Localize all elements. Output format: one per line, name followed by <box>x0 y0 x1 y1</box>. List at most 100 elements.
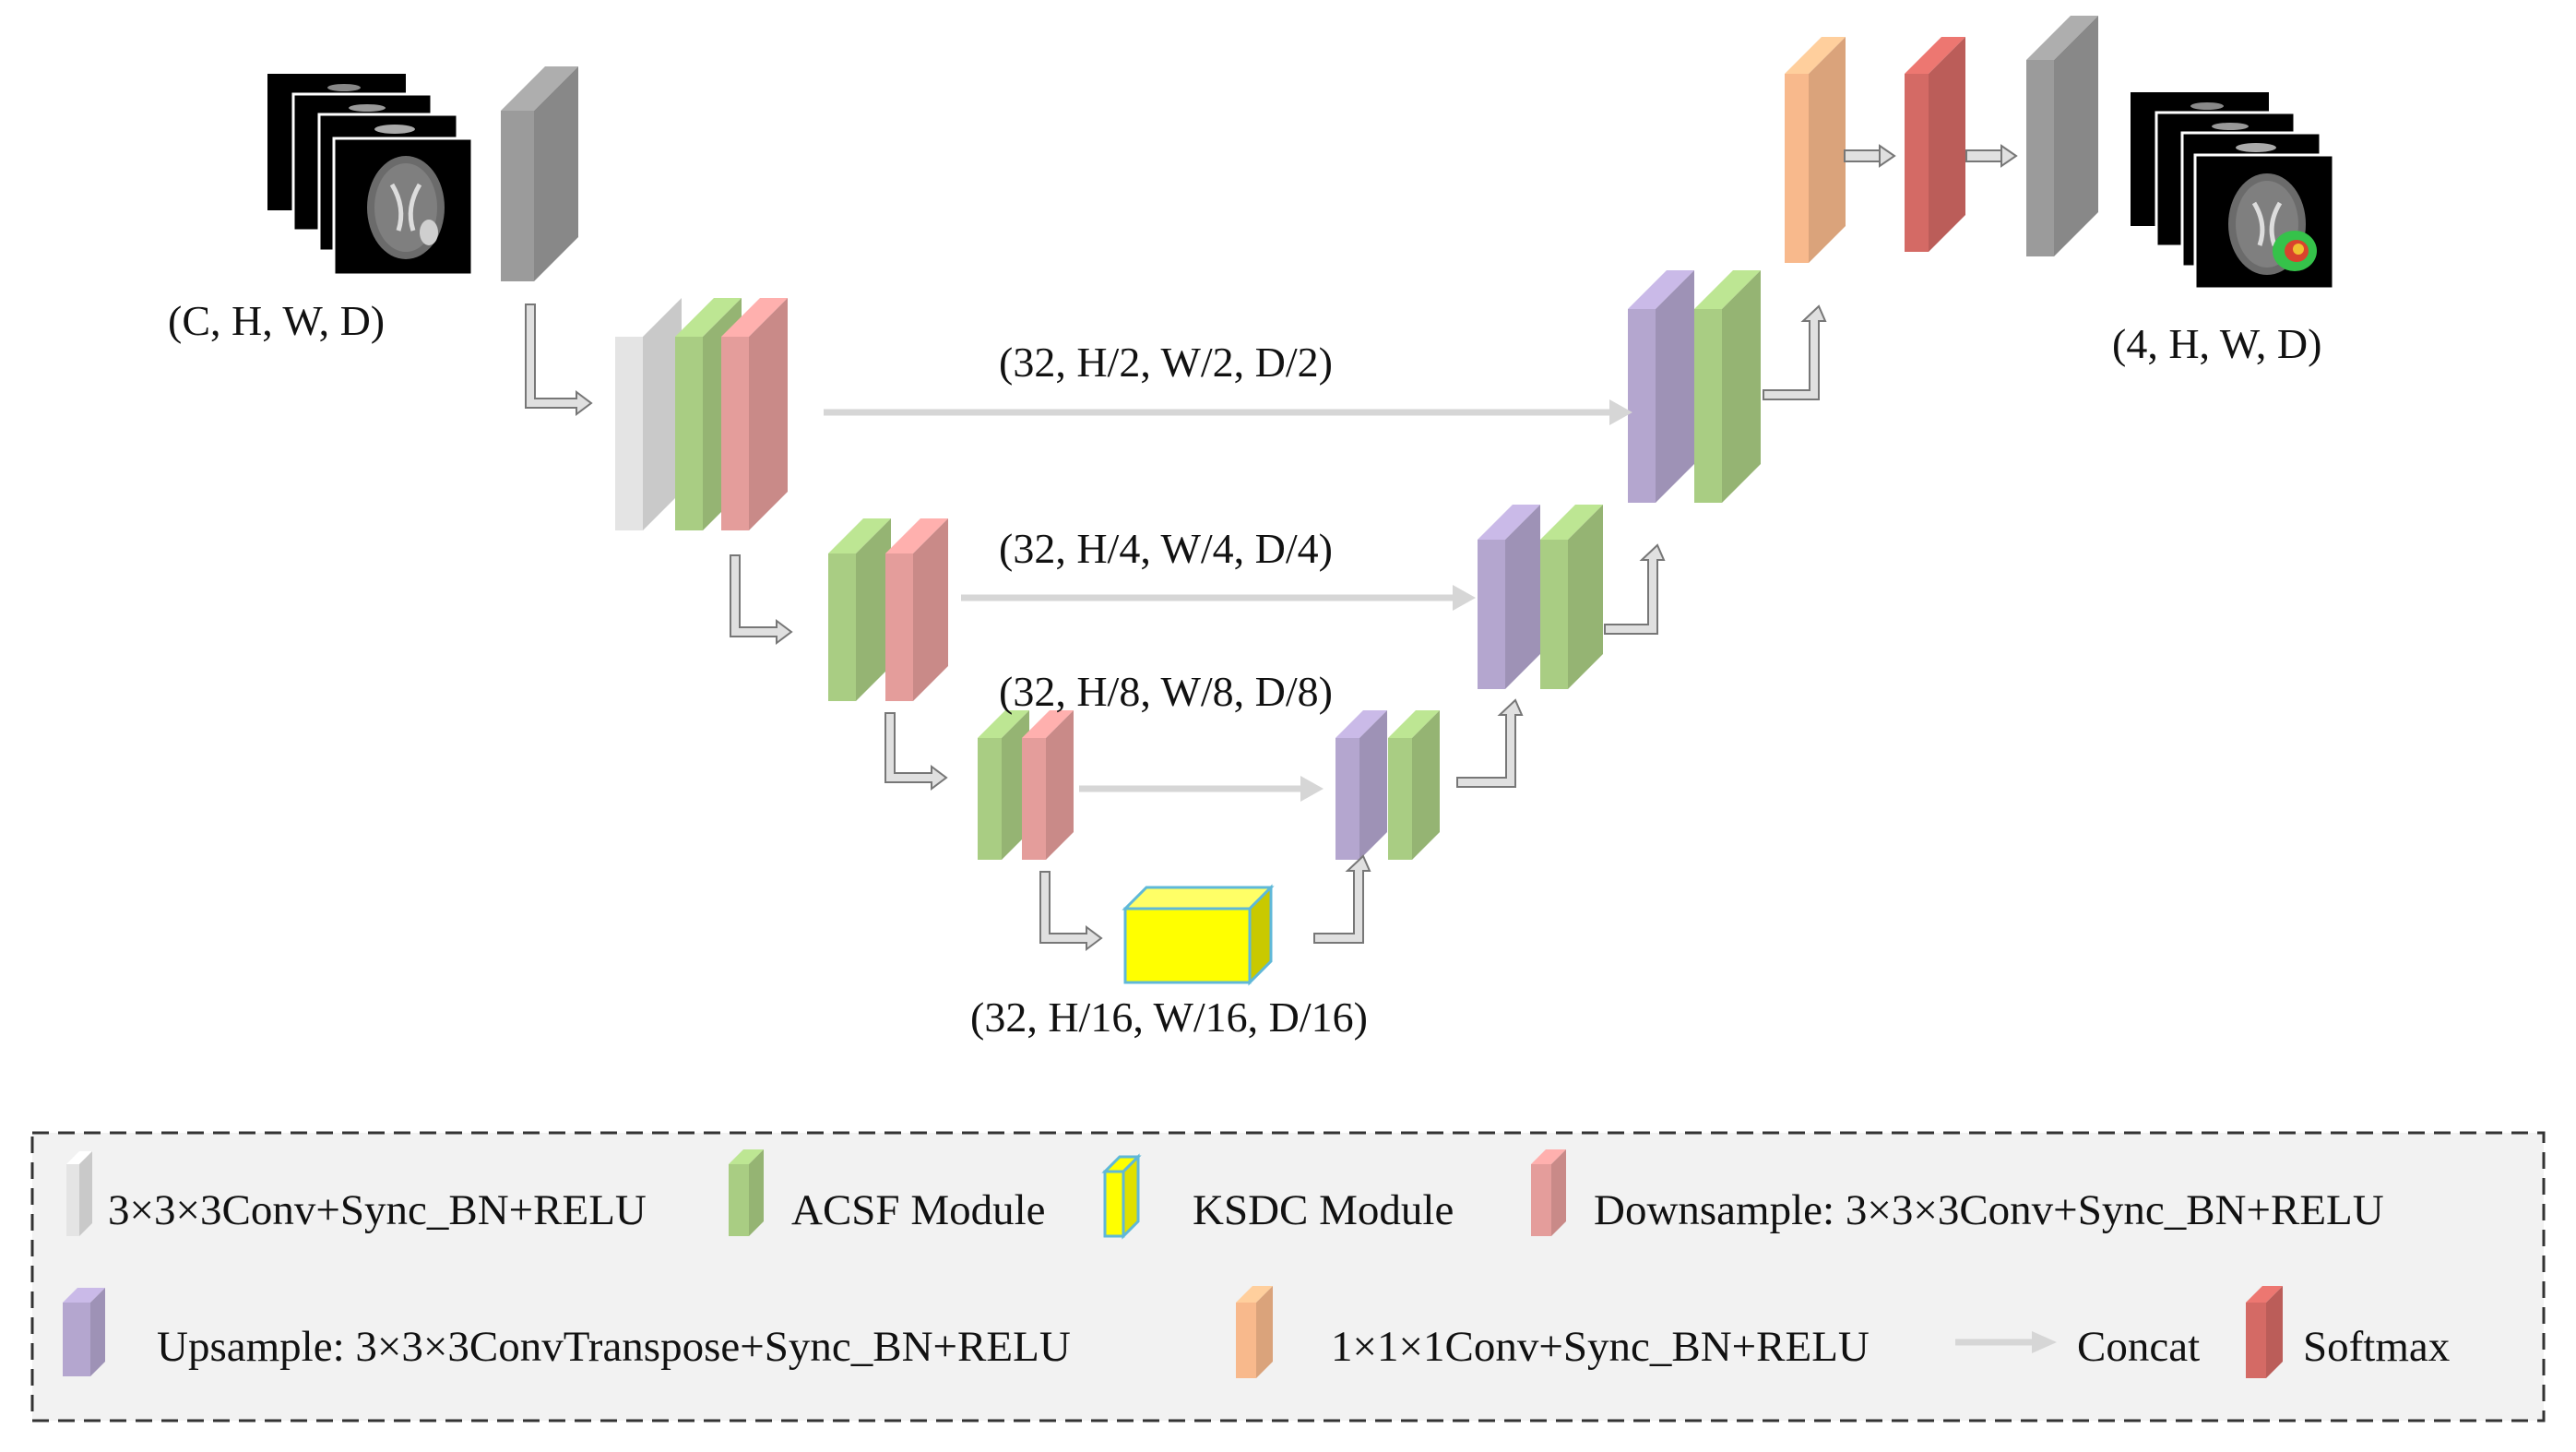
enc1-downsample-block-top <box>721 298 788 337</box>
output-segmentation-stack <box>2131 92 2335 291</box>
legend-conv-icon-top <box>66 1151 92 1164</box>
enc2-downsample-block-side <box>913 518 948 701</box>
ksdc-bottleneck-block <box>1122 884 1275 986</box>
enc2-acsf-block-front <box>828 553 856 701</box>
enc2-downsample-block <box>885 518 948 701</box>
enc1-conv-block <box>615 298 682 530</box>
output-block-front <box>2026 60 2054 256</box>
bottleneck-shape-label: (32, H/16, W/16, D/16) <box>970 994 1368 1041</box>
legend-softmax-icon-front <box>2246 1303 2266 1378</box>
top-row-arrows <box>1844 144 2018 168</box>
legend-conv-icon <box>66 1151 92 1236</box>
legend-softmax-icon-top <box>2246 1286 2283 1303</box>
final-conv1x1-block-side <box>1809 37 1846 263</box>
enc1-conv-block-side <box>643 298 682 530</box>
legend-ksdc-icon-front <box>1103 1170 1125 1238</box>
legend-label-softmax: Softmax <box>2303 1323 2450 1371</box>
dec3-acsf-block-side <box>1412 710 1440 860</box>
enc1-downsample-block-side <box>749 298 788 530</box>
dec3-acsf-block-front <box>1388 738 1412 860</box>
enc3-acsf-block <box>978 710 1029 860</box>
legend-conv-icon-side <box>79 1151 92 1236</box>
legend-upsample-icon <box>63 1288 105 1376</box>
flow-arrow-dec2-to-dec1 <box>1604 543 1666 635</box>
legend-label-downsample: Downsample: 3×3×3Conv+Sync_BN+RELU <box>1594 1186 2384 1234</box>
dec3-upsample-block-top <box>1335 710 1387 738</box>
legend-label-concat: Concat <box>2077 1323 2200 1371</box>
concat-arrowhead-level3 <box>1300 776 1324 802</box>
enc2-downsample-block-front <box>885 553 913 701</box>
enc1-conv-block-front <box>615 337 643 530</box>
output-block <box>2026 16 2098 256</box>
concat-arrowhead-level2 <box>1453 585 1476 611</box>
input-conv-block <box>501 66 578 281</box>
network-blocks <box>501 16 2098 860</box>
flow-arrow-dec3-to-dec2 <box>1456 698 1524 788</box>
legend-conv1x1-icon-top <box>1236 1286 1273 1303</box>
output-block-side <box>2054 16 2098 256</box>
dec1-acsf-block-side <box>1722 270 1761 503</box>
flow-arrow-enc3-to-bottleneck <box>1039 871 1103 951</box>
output-block-top <box>2026 16 2098 60</box>
enc1-conv-block-top <box>615 298 682 337</box>
enc1-downsample-block-front <box>721 337 749 530</box>
legend-label-ksdc: KSDC Module <box>1193 1186 1454 1234</box>
input-mri-stack <box>267 74 474 277</box>
legend-softmax-icon-side <box>2266 1286 2283 1378</box>
legend-acsf-icon <box>729 1149 764 1236</box>
legend-label-conv1x1: 1×1×1Conv+Sync_BN+RELU <box>1331 1323 1870 1371</box>
dec2-upsample-block-top <box>1478 505 1540 540</box>
input-conv-block-side <box>534 66 578 281</box>
enc2-acsf-block-top <box>828 518 891 553</box>
enc2-acsf-block-side <box>856 518 891 701</box>
enc1-downsample-block <box>721 298 788 530</box>
enc2-acsf-block <box>828 518 891 701</box>
input-shape-label: (C, H, W, D) <box>168 297 385 344</box>
concat-arrowhead-level1 <box>1609 399 1632 425</box>
legend-softmax-icon <box>2246 1286 2283 1378</box>
dec3-upsample-block-side <box>1359 710 1387 860</box>
level1-shape-label: (32, H/2, W/2, D/2) <box>999 339 1333 386</box>
legend-upsample-icon-front <box>63 1303 90 1376</box>
dec3-acsf-block <box>1388 710 1440 860</box>
dec2-upsample-block-side <box>1505 505 1540 689</box>
legend-acsf-icon-top <box>729 1149 764 1164</box>
dec2-acsf-block-front <box>1540 540 1568 689</box>
flow-arrow-enc1-to-enc2 <box>730 554 793 645</box>
legend-conv1x1-icon <box>1236 1286 1273 1378</box>
legend-acsf-icon-front <box>729 1164 749 1236</box>
dec3-upsample-block-front <box>1335 738 1359 860</box>
flow-arrow-enc2-to-enc3 <box>884 712 948 791</box>
dec1-upsample-block-side <box>1656 270 1694 503</box>
dec1-acsf-block-front <box>1694 309 1722 503</box>
enc3-downsample-block-side <box>1046 710 1074 860</box>
dec3-upsample-block <box>1335 710 1387 860</box>
final-conv1x1-block <box>1785 37 1846 263</box>
output-shape-label: (4, H, W, D) <box>2112 320 2321 367</box>
flow-arrow-bottleneck-to-dec3 <box>1313 854 1371 944</box>
dec2-acsf-block-side <box>1568 505 1603 689</box>
enc2-downsample-block-top <box>885 518 948 553</box>
dec1-upsample-block <box>1628 270 1694 503</box>
dec2-acsf-block <box>1540 505 1603 689</box>
final-conv1x1-block-front <box>1785 74 1809 263</box>
enc1-acsf-block-top <box>675 298 742 337</box>
flow-arrows <box>525 303 1827 951</box>
softmax-block <box>1905 37 1965 252</box>
legend-label-conv: 3×3×3Conv+Sync_BN+RELU <box>108 1186 647 1234</box>
legend-conv1x1-icon-front <box>1236 1303 1256 1378</box>
level3-shape-label: (32, H/8, W/8, D/8) <box>999 668 1333 715</box>
legend-box <box>30 1131 2546 1422</box>
legend-label-acsf: ACSF Module <box>791 1186 1046 1234</box>
enc3-downsample-block-top <box>1022 710 1074 738</box>
input-conv-block-top <box>501 66 578 111</box>
enc3-downsample-block-front <box>1022 738 1046 860</box>
concat-arrows <box>824 399 1632 802</box>
legend-downsample-icon-top <box>1531 1149 1566 1164</box>
softmax-block-side <box>1929 37 1965 252</box>
legend-downsample-icon-front <box>1531 1164 1551 1236</box>
legend-upsample-icon-side <box>90 1288 105 1376</box>
enc3-acsf-block-top <box>978 710 1029 738</box>
dec2-acsf-block-top <box>1540 505 1603 540</box>
input-conv-block-front <box>501 111 534 281</box>
